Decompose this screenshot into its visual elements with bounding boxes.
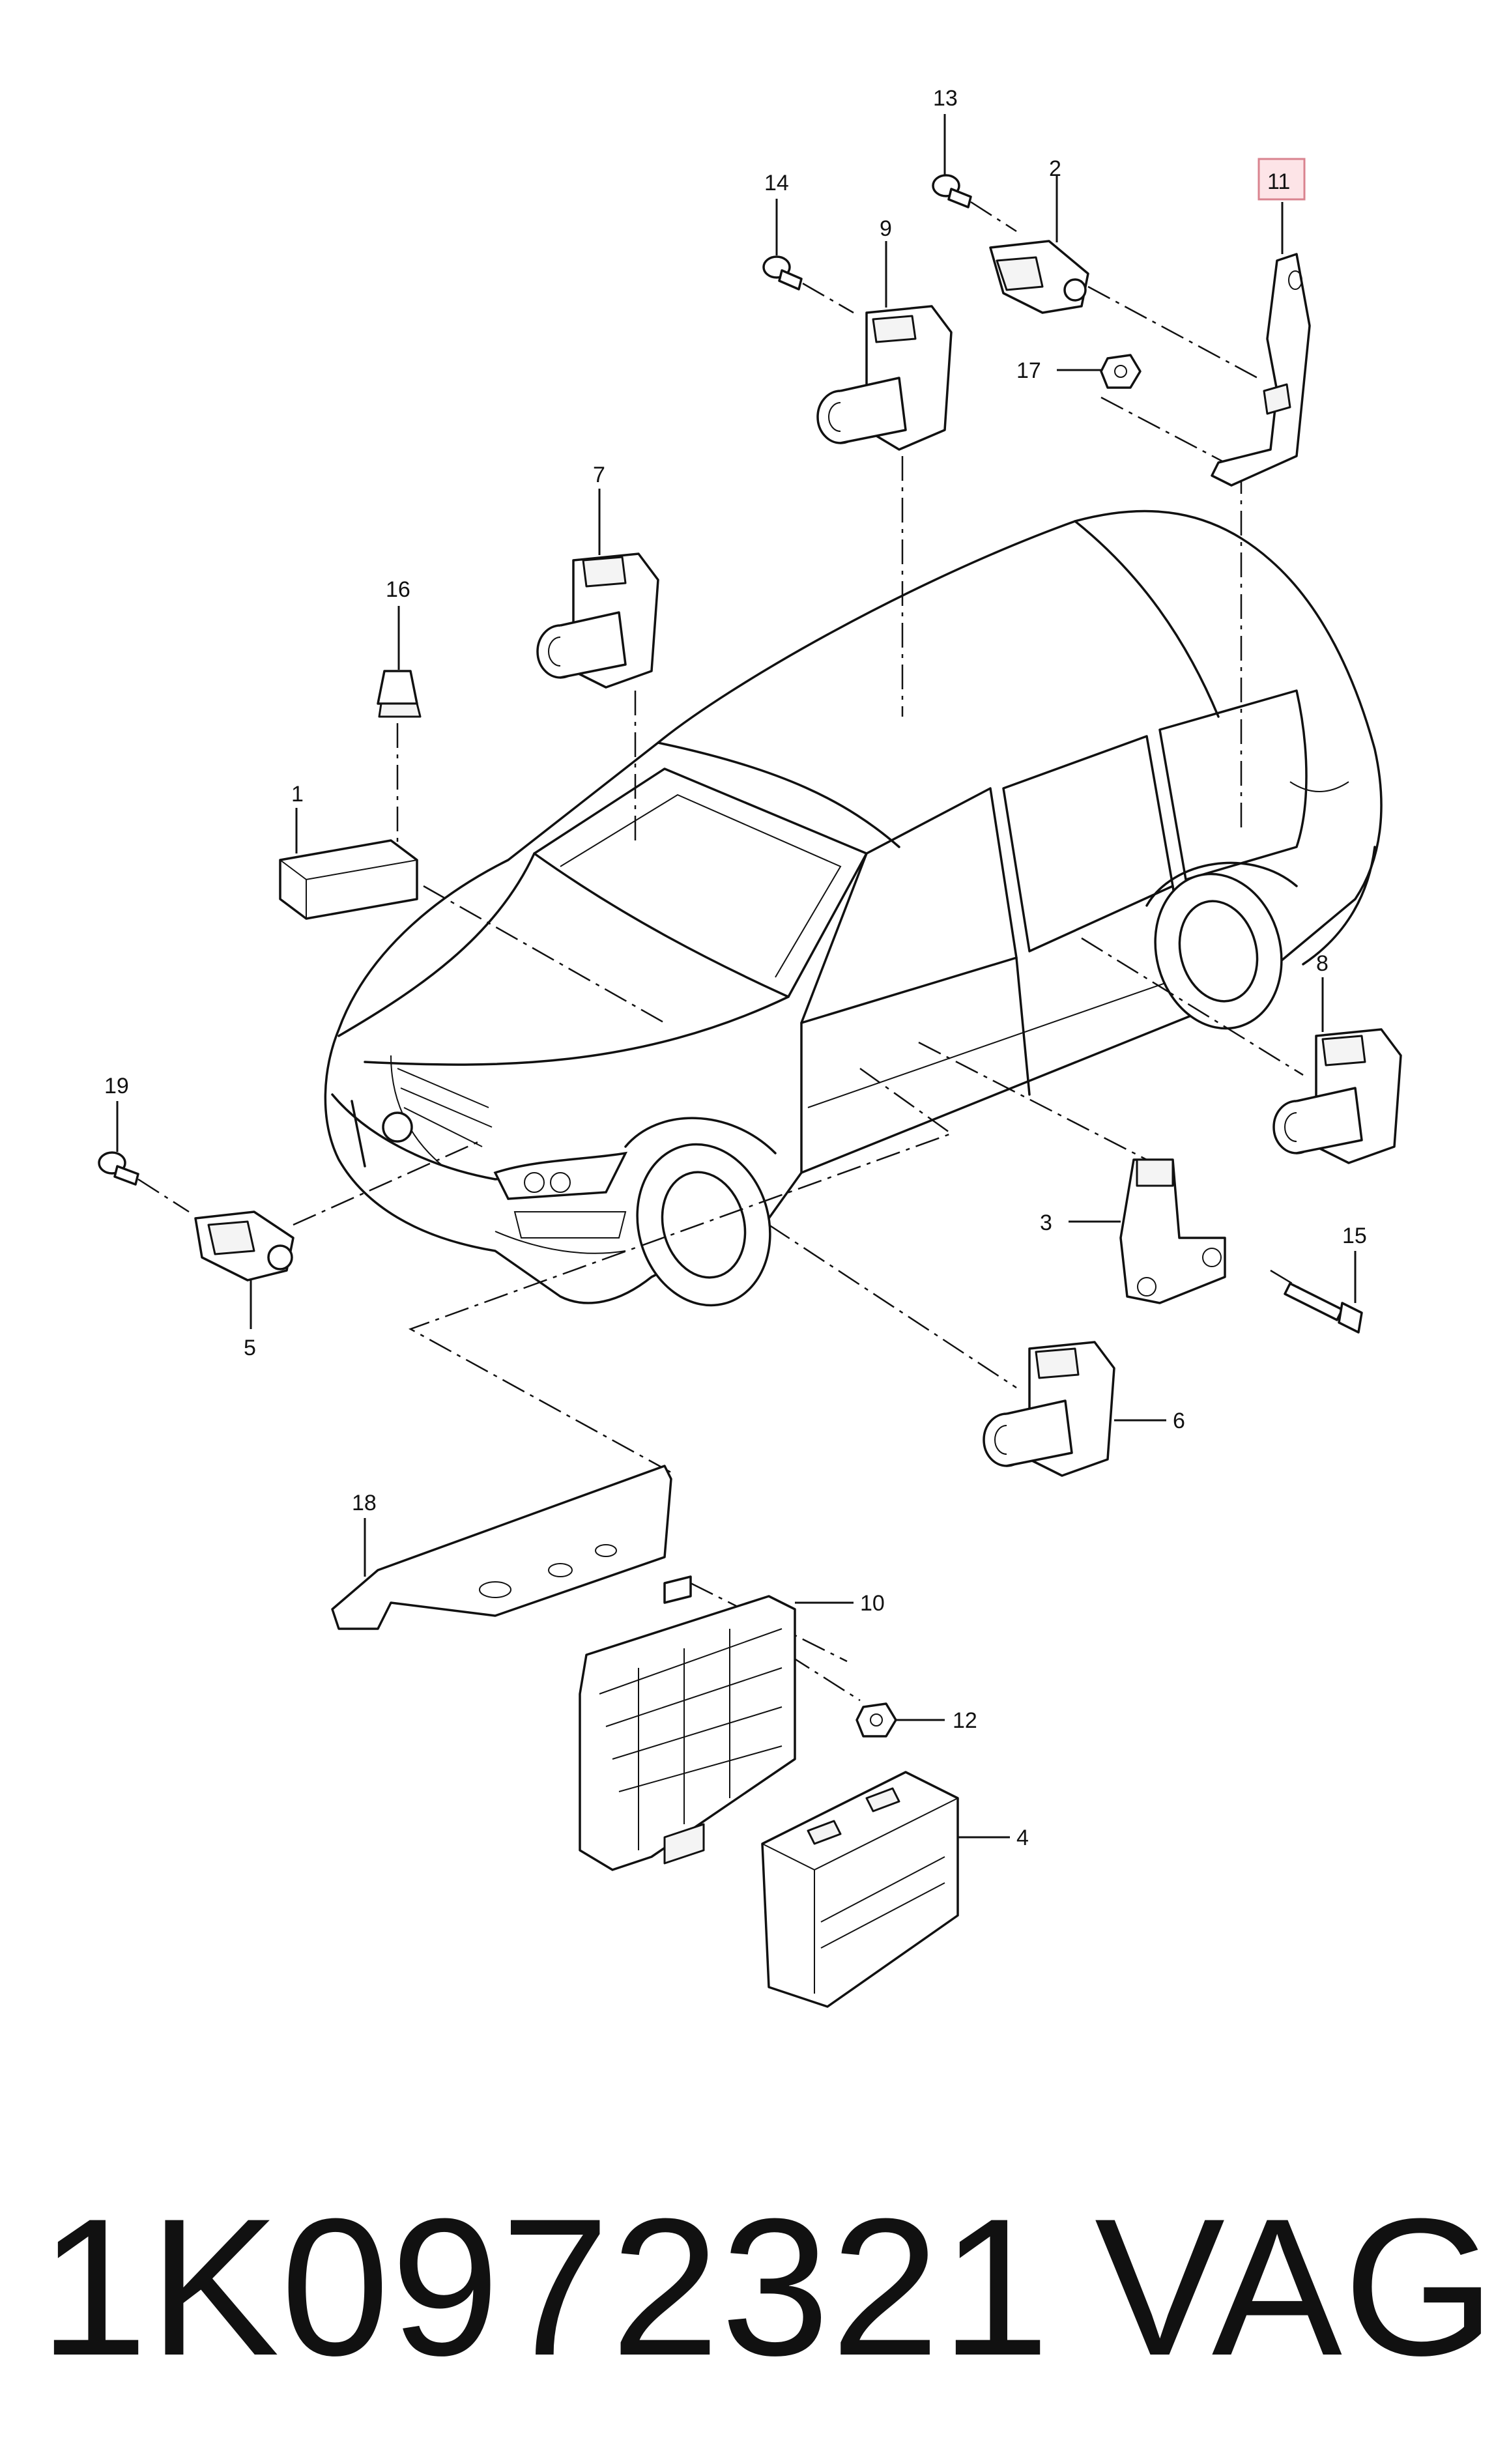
part-1-module (279, 839, 418, 920)
callout-1: 1 (291, 782, 304, 807)
callout-14: 14 (764, 171, 789, 195)
callout-16: 16 (386, 577, 410, 602)
callout-10: 10 (860, 1591, 885, 1616)
part-10-fuse-carrier (579, 1595, 796, 1871)
callout-11-highlight (1257, 158, 1306, 201)
part-9-motor (816, 305, 953, 451)
part-3-sensor (1119, 1158, 1226, 1304)
leader-lines (116, 114, 1357, 1839)
callout-12: 12 (953, 1708, 977, 1733)
part-14-screw (762, 255, 854, 314)
callout-2: 2 (1049, 156, 1061, 181)
part-19-screw (98, 1151, 190, 1213)
callout-11: 11 (1267, 169, 1290, 194)
callout-19: 19 (104, 1074, 129, 1098)
callout-9: 9 (880, 216, 892, 241)
brand-name: VAG (1095, 2177, 1494, 2396)
car-illustration (324, 509, 1383, 1307)
callout-4: 4 (1016, 1826, 1029, 1850)
callout-13: 13 (933, 86, 958, 111)
part-11-bracket (1211, 253, 1311, 487)
part-16-clip (377, 670, 422, 718)
callout-7: 7 (593, 463, 605, 487)
part-7-motor (536, 552, 659, 689)
callout-8: 8 (1316, 951, 1329, 976)
footer: 1K0972321 VAG (0, 2150, 1494, 2424)
callout-3: 3 (1040, 1211, 1052, 1235)
callout-18: 18 (352, 1491, 377, 1515)
callout-5: 5 (244, 1336, 256, 1360)
part-number: 1K0972321 (39, 2177, 1051, 2396)
part-8-motor (1272, 1028, 1402, 1164)
callout-labels: 13 2 11 14 9 17 7 16 1 8 19 3 15 5 6 18 … (104, 86, 1367, 1850)
part-12-nut (855, 1702, 897, 1738)
part-6-motor (983, 1341, 1115, 1477)
part-2-sensor (989, 240, 1089, 314)
callout-17: 17 (1016, 358, 1041, 383)
connector-lines (293, 285, 1304, 1702)
part-13-screw (932, 174, 1017, 233)
callout-6: 6 (1173, 1409, 1185, 1433)
part-5-sensor (194, 1211, 294, 1282)
callout-15: 15 (1342, 1224, 1367, 1248)
part-4-control-unit (761, 1771, 959, 2008)
part-18-bracket (331, 1465, 692, 1630)
part-15-bolt (1284, 1282, 1363, 1334)
part-17-nut (1100, 354, 1142, 389)
